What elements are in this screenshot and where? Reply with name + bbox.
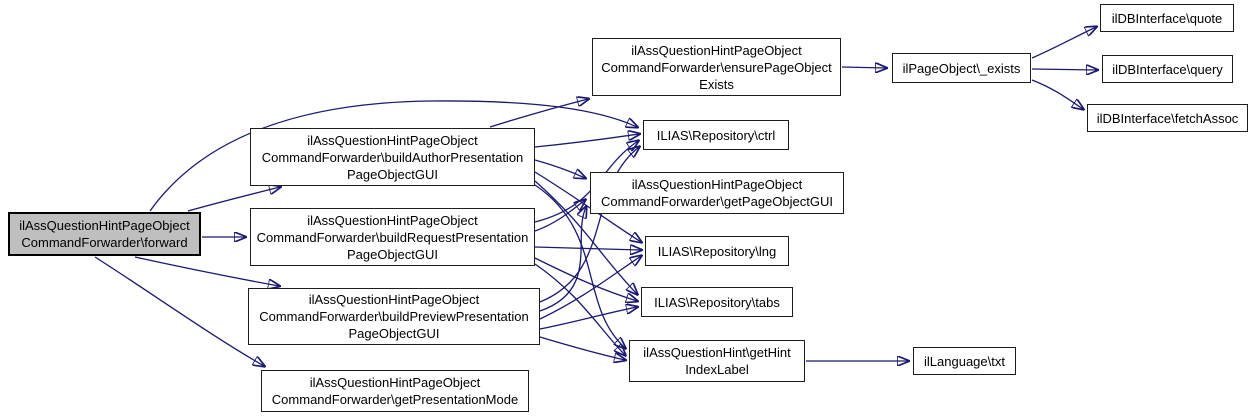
node-label-line: ilAssQuestionHintPageObject [631,42,802,58]
node-label-line: CommandForwarder\ensurePageObject [601,59,832,75]
node-label-line: CommandForwarder\forward [21,235,188,250]
edge-buildRequest-to-tabs [534,257,637,301]
node-label-line: CommandForwarder\getPageObjectGUI [601,194,833,209]
edge-exists-to-fetchAssoc [1031,79,1083,109]
node-label-line: ilAssQuestionHintPageObject [309,375,481,390]
edge-buildPreview-to-tabs [539,307,637,330]
node-label-line: ILIAS\Repository\ctrl [656,127,776,143]
node-ilias-repository-tabs[interactable]: ILIAS\Repository\tabs [641,287,793,317]
node-label-line: CommandForwarder\buildRequestPresentatio… [256,229,529,245]
node-getPresentationMode[interactable]: ilAssQuestionHintPageObject CommandForwa… [261,370,529,412]
node-getPageObjectGUI[interactable]: ilAssQuestionHintPageObject CommandForwa… [590,172,844,214]
node-ensurePageObjectExists[interactable]: ilAssQuestionHintPageObject CommandForwa… [592,38,841,96]
node-label-line: ilAssQuestionHintPageObject [307,132,478,148]
node-label-line: ILIAS\Repository\lng [657,243,777,259]
node-label-line: ilAssQuestionHint\getHint [643,345,791,360]
node-ildbinterface-quote[interactable]: ilDBInterface\quote [1100,4,1234,32]
node-label-line: ilPageObject\_exists [902,60,1021,76]
edge-buildAuthor-to-getPageObjectGUI [534,159,585,178]
node-illanguage-txt[interactable]: ilLanguage\txt [913,347,1016,375]
node-label-line: ilLanguage\txt [924,353,1005,369]
edge-forward-to-buildPreview [134,256,279,286]
edge-buildRequest-to-getHintIndexLabel [534,263,625,355]
edge-buildRequest-to-getPageObjectGUI [534,200,585,232]
node-label-line: ilAssQuestionHintPageObject [308,292,480,307]
edge-buildPreview-to-ctrl [539,147,639,303]
edge-buildRequest-to-lng [534,247,641,250]
node-ilpageobject-exists[interactable]: ilPageObject\_exists [892,53,1031,83]
node-label-line: CommandForwarder\buildAuthorPresentation [261,149,524,165]
node-label-line: ilAssQuestionHintPageObject [631,177,803,192]
edge-exists-to-query [1031,69,1097,70]
node-forward: ilAssQuestionHintPageObject CommandForwa… [8,212,201,256]
node-label-line: CommandForwarder\getPresentationMode [271,392,519,407]
edge-buildPreview-to-getHintIndexLabel [539,336,625,360]
edge-buildAuthor-to-tabs [534,180,637,294]
node-label-line: ilAssQuestionHintPageObject [19,218,190,233]
node-ilias-repository-lng[interactable]: ILIAS\Repository\lng [645,236,789,266]
node-label-line: ilDBInterface\quote [1111,10,1223,26]
node-label-line: PageObjectGUI [346,166,439,182]
node-label-line: PageObjectGUI [348,326,440,341]
node-label-line: ilAssQuestionHintPageObject [307,212,478,228]
edge-buildPreview-to-lng [539,256,641,320]
node-label-line: ilDBInterface\query [1112,61,1223,77]
edge-forward-to-ctrl [149,100,637,212]
node-label-line: CommandForwarder\buildPreviewPresentatio… [259,309,529,324]
edge-buildAuthor-to-getHintIndexLabel [534,184,625,348]
node-ilias-repository-ctrl[interactable]: ILIAS\Repository\ctrl [643,120,789,150]
node-ildbinterface-fetchassoc[interactable]: ilDBInterface\fetchAssoc [1087,104,1248,132]
node-buildAuthorPresentationPageObjectGUI[interactable]: ilAssQuestionHintPageObject CommandForwa… [250,128,535,186]
node-label-line: Exists [699,76,734,92]
node-label-line: ILIAS\Repository\tabs [654,294,780,310]
node-ildbinterface-query[interactable]: ilDBInterface\query [1102,55,1233,83]
edge-forward-to-buildAuthor [187,187,280,212]
edge-buildAuthor-to-ensurePageObjectExists [489,99,588,128]
node-getHintIndexLabel[interactable]: ilAssQuestionHint\getHint IndexLabel [629,340,805,382]
edge-ensurePageObjectExists-to-exists [841,67,886,68]
edge-forward-to-getPresentationMode [94,256,264,366]
edge-exists-to-quote [1031,27,1096,59]
node-buildPreviewPresentationPageObjectGUI[interactable]: ilAssQuestionHintPageObject CommandForwa… [248,288,540,345]
node-label-line: PageObjectGUI [346,246,439,262]
node-buildRequestPresentationPageObjectGUI[interactable]: ilAssQuestionHintPageObject CommandForwa… [250,208,535,266]
edge-buildAuthor-to-ctrl [534,134,639,148]
node-label-line: IndexLabel [685,362,749,377]
edge-buildPreview-to-getPageObjectGUI [539,207,586,312]
node-label-line: ilDBInterface\fetchAssoc [1096,110,1239,126]
